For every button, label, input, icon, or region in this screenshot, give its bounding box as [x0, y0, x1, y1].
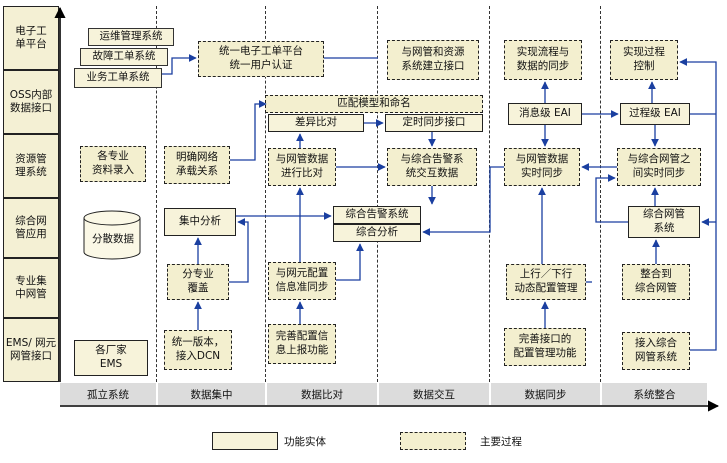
stage-system-integration: 系统整合	[602, 383, 707, 405]
legend-solid-swatch	[212, 432, 278, 450]
nm-realtime-sync-box: 与网管数据 实时同步	[504, 148, 580, 186]
integrated-alarm-system-box: 综合告警系统	[333, 206, 421, 224]
specialty-data-entry-box: 各专业 资料录入	[80, 146, 146, 182]
improve-config-report-box: 完善配置信 息上报功能	[268, 324, 336, 364]
column-divider	[156, 6, 157, 382]
stage-data-centralization: 数据集中	[158, 383, 265, 405]
distributed-data-label: 分散数据	[92, 233, 134, 245]
integrated-analysis-box: 综合分析	[333, 224, 421, 242]
updown-config-mgmt-box: 上行／下行 动态配置管理	[506, 264, 586, 300]
legend-functional-entity-label: 功能实体	[284, 436, 326, 448]
specialty-coverage-box: 分专业 覆盖	[167, 264, 229, 300]
row-label-specialized-nm: 专业集 中网管	[3, 258, 59, 318]
column-divider	[600, 6, 601, 382]
legend-dashed-swatch	[400, 432, 466, 450]
stage-data-sync: 数据同步	[491, 383, 600, 405]
fault-ticket-system-box: 故障工单系统	[80, 48, 168, 66]
column-divider	[377, 6, 378, 382]
integrated-nm-system-box: 综合网管 系统	[628, 206, 700, 238]
vendor-ems-box: 各厂家 EMS	[74, 340, 148, 376]
process-control-box: 实现过程 控制	[610, 40, 678, 80]
centralized-analysis-box: 集中分析	[164, 208, 236, 236]
stage-data-interaction: 数据交互	[379, 383, 489, 405]
row-label-resource-mgmt: 资源管 理系统	[3, 134, 59, 198]
ops-mgmt-system-box: 运维管理系统	[88, 28, 174, 46]
unified-version-dcn-box: 统一版本， 接入DCN	[164, 330, 232, 370]
nm-data-compare-box: 与网管数据 进行比对	[268, 148, 336, 186]
ne-config-sync-box: 与网元配置 信息准同步	[268, 262, 336, 300]
column-divider	[265, 6, 266, 382]
clarify-network-bearer-box: 明确网络 承载关系	[164, 146, 230, 184]
integrate-to-nm-box: 整合到 综合网管	[622, 264, 690, 300]
row-label-ems-interface: EMS/ 网元 网管接口	[3, 318, 59, 382]
message-eai-box: 消息级 EAI	[508, 103, 582, 125]
improve-interface-config-box: 完善接口的 配置管理功能	[504, 328, 586, 366]
row-label-oss-interface: OSS内部 数据接口	[3, 70, 59, 134]
process-eai-box: 过程级 EAI	[620, 103, 690, 125]
database-cylinder-icon	[83, 210, 141, 260]
integrated-nm-realtime-sync-box: 与综合网管之 间实时同步	[617, 148, 701, 186]
unified-ticket-platform-box: 统一电子工单平台 统一用户认证	[198, 41, 324, 77]
diff-compare-box: 差异比对	[268, 114, 364, 132]
match-model-naming-box: 匹配模型和命名	[265, 95, 483, 113]
scheduled-sync-interface-box: 定时同步接口	[385, 114, 483, 132]
stage-isolated: 孤立系统	[60, 383, 156, 405]
row-label-integrated-nm: 综合网 管应用	[3, 198, 59, 258]
integrated-alarm-interaction-box: 与综合告警系 统交互数据	[387, 148, 477, 186]
nm-resource-interface-box: 与网管和资源 系统建立接口	[387, 40, 479, 80]
access-integrated-nm-box: 接入综合 网管系统	[622, 332, 690, 370]
flow-data-sync-box: 实现流程与 数据的同步	[504, 40, 582, 80]
row-label-ticket-platform: 电子工 单平台	[3, 6, 59, 70]
stage-data-comparison: 数据比对	[267, 383, 377, 405]
legend-main-process-label: 主要过程	[480, 436, 522, 448]
business-ticket-system-box: 业务工单系统	[74, 68, 162, 88]
